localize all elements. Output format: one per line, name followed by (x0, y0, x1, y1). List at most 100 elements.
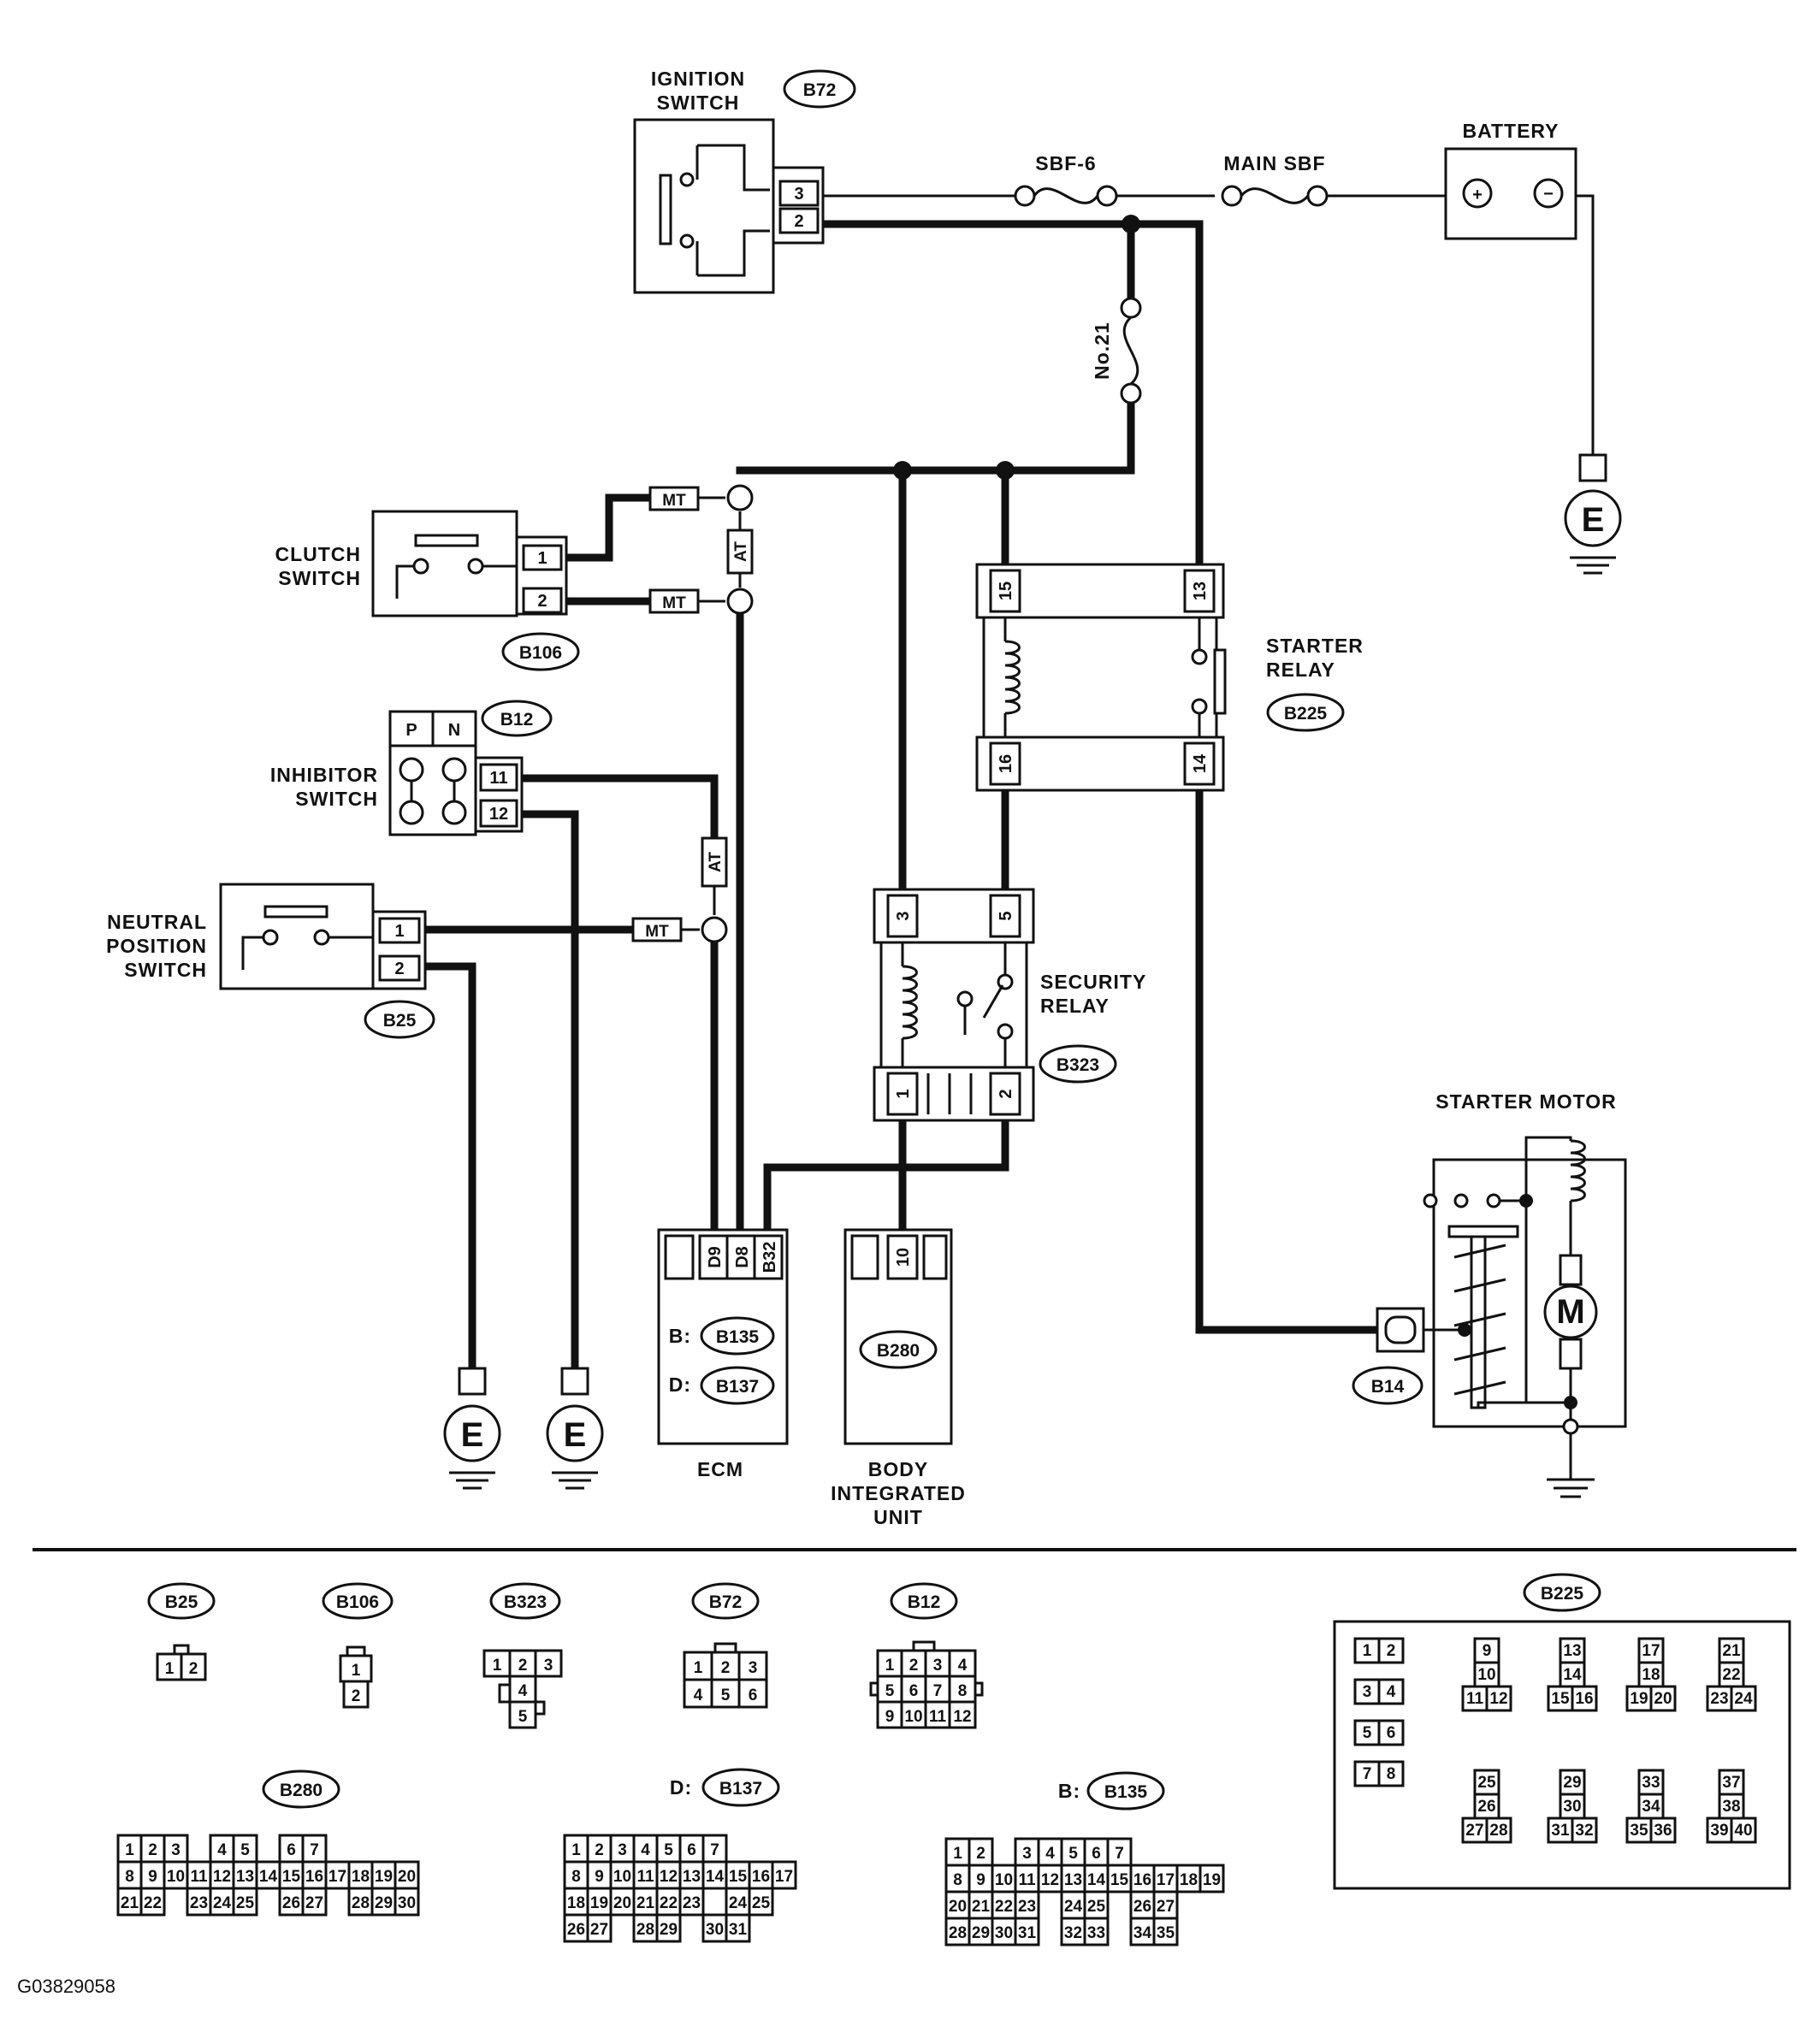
wires (421, 194, 1595, 1373)
legend-b280-cell (232, 1834, 258, 1864)
legend-b137-cell (655, 1834, 682, 1864)
legend-b280-cell (394, 1860, 420, 1890)
legend-b135-pin: 22 (995, 1898, 1013, 1916)
legend-b225-pin: 19 (1630, 1690, 1648, 1708)
legend-b135-pin: 7 (1115, 1845, 1124, 1863)
legend-b225-pin: 4 (1387, 1683, 1396, 1701)
legend-b280-pin: 14 (259, 1868, 278, 1886)
fuse-no21: No.21 (1091, 297, 1142, 405)
legend-b225-cell (1637, 1661, 1665, 1688)
legend-b137-cell (655, 1913, 682, 1943)
legend-b225-pin: 6 (1387, 1724, 1396, 1742)
legend-b137-pin: 6 (687, 1841, 696, 1859)
legend-b12-pin: 10 (904, 1708, 922, 1726)
option-at-2: AT (707, 852, 725, 872)
legend-b137-pin: 27 (590, 1921, 608, 1939)
legend-b225-pin: 22 (1722, 1666, 1740, 1684)
legend-b280-pin: 17 (328, 1868, 346, 1886)
legend-b225-pin: 16 (1575, 1690, 1593, 1708)
legend-b135-pin: 12 (1041, 1871, 1059, 1889)
legend-b137-pin: 14 (706, 1868, 725, 1886)
body-unit-label-3: UNIT (873, 1506, 923, 1528)
legend-b135-pin: 25 (1087, 1898, 1106, 1916)
legend-b323: B323 1 2 3 4 5 (482, 1582, 563, 1729)
connector-b12-tag: B12 (500, 710, 534, 730)
legend-b12-pin: 1 (885, 1657, 895, 1675)
legend-b135-pin: 15 (1110, 1871, 1129, 1889)
legend-b225-cell (1730, 1685, 1757, 1712)
legend-b225-pin: 40 (1734, 1822, 1752, 1840)
starter-relay-pin-13: 13 (1191, 582, 1210, 600)
legend-b225-pin: 9 (1483, 1642, 1492, 1660)
legend-b323-pin: 5 (518, 1708, 528, 1726)
legend-b25-pin: 1 (165, 1660, 175, 1678)
ground-neutral-label: E (461, 1416, 484, 1454)
legend-b225-pin: 28 (1489, 1822, 1507, 1840)
clutch-pin-1: 1 (537, 549, 547, 568)
legend-b280-pin: 23 (190, 1894, 208, 1912)
legend-b12-tag: B12 (908, 1592, 941, 1612)
connector-b323-tag: B323 (1056, 1055, 1099, 1075)
ecm: D9 D8 B32 B: B135 D: B137 ECM (657, 1228, 789, 1480)
ignition-pin-3: 3 (794, 185, 803, 204)
legend-b12-pin: 8 (958, 1682, 968, 1700)
legend-b225-cell (1625, 1817, 1653, 1844)
legend-b135-pin: 32 (1064, 1924, 1082, 1942)
legend-b135-pin: 23 (1018, 1898, 1036, 1916)
legend-b225-pin: 36 (1654, 1822, 1672, 1840)
legend-b280-cell (232, 1887, 258, 1917)
legend-b72-pin: 3 (749, 1659, 758, 1677)
connector-b14-tag: B14 (1371, 1377, 1405, 1397)
legend-b12-pin: 3 (933, 1657, 943, 1675)
connector-b225-tag: B225 (1284, 704, 1328, 724)
legend-b135-pin: 17 (1157, 1871, 1175, 1889)
legend-b225-pin: 14 (1563, 1666, 1582, 1684)
legend-b135-cell (1014, 1917, 1040, 1947)
legend-b137-cell (563, 1834, 589, 1864)
legend-b225-cell (1547, 1817, 1574, 1844)
legend-b280-pin: 7 (310, 1841, 319, 1859)
legend-b106-pin: 2 (352, 1687, 361, 1705)
legend-b280-pin: 18 (352, 1868, 370, 1886)
legend-b137-pin: 16 (752, 1868, 770, 1886)
security-relay-pin-1: 1 (894, 1089, 913, 1098)
legend-b72-pin: 5 (721, 1687, 731, 1704)
legend-b137-pin: 31 (729, 1921, 748, 1939)
legend-b280-cell (209, 1887, 235, 1917)
ecm-label: ECM (697, 1458, 743, 1480)
security-relay-label-2: RELAY (1040, 995, 1110, 1017)
fuse-no21-label: No.21 (1091, 322, 1113, 380)
option-mt-1: MT (662, 492, 686, 510)
fuse-main-sbf-label: MAIN SBF (1223, 152, 1325, 174)
legend-b135-pin: 20 (949, 1898, 967, 1916)
legend-b137-pin: 8 (571, 1868, 581, 1886)
legend-b323-pin: 2 (518, 1657, 528, 1675)
legend-b225-pin: 12 (1489, 1690, 1507, 1708)
legend-b135-pin: 1 (953, 1845, 962, 1863)
legend-b225-cell (1730, 1817, 1757, 1844)
legend-b106-tag: B106 (336, 1592, 379, 1612)
legend-b137-pin: 24 (729, 1894, 748, 1912)
ignition-label-2: SWITCH (657, 92, 740, 114)
legend-b225-cell (1353, 1760, 1381, 1787)
legend-b280-pin: 12 (213, 1868, 231, 1886)
legend-b225-cell (1718, 1637, 1745, 1664)
legend-b137-pin: 22 (660, 1894, 678, 1912)
legend-b12-pin: 7 (933, 1682, 943, 1700)
legend-b137-pin: 9 (595, 1868, 604, 1886)
legend-b225-cell (1718, 1661, 1745, 1688)
legend-b280-cell (324, 1860, 351, 1890)
legend-b280-pin: 9 (148, 1868, 157, 1886)
legend-b135-cell (991, 1917, 1017, 1947)
legend-b137-tag: B137 (719, 1779, 762, 1799)
legend-b137-cell (655, 1860, 682, 1890)
legend-b12-pin: 5 (885, 1682, 895, 1700)
ecm-b137-tag: B137 (716, 1377, 759, 1397)
neutral-pin-2: 2 (394, 960, 404, 978)
